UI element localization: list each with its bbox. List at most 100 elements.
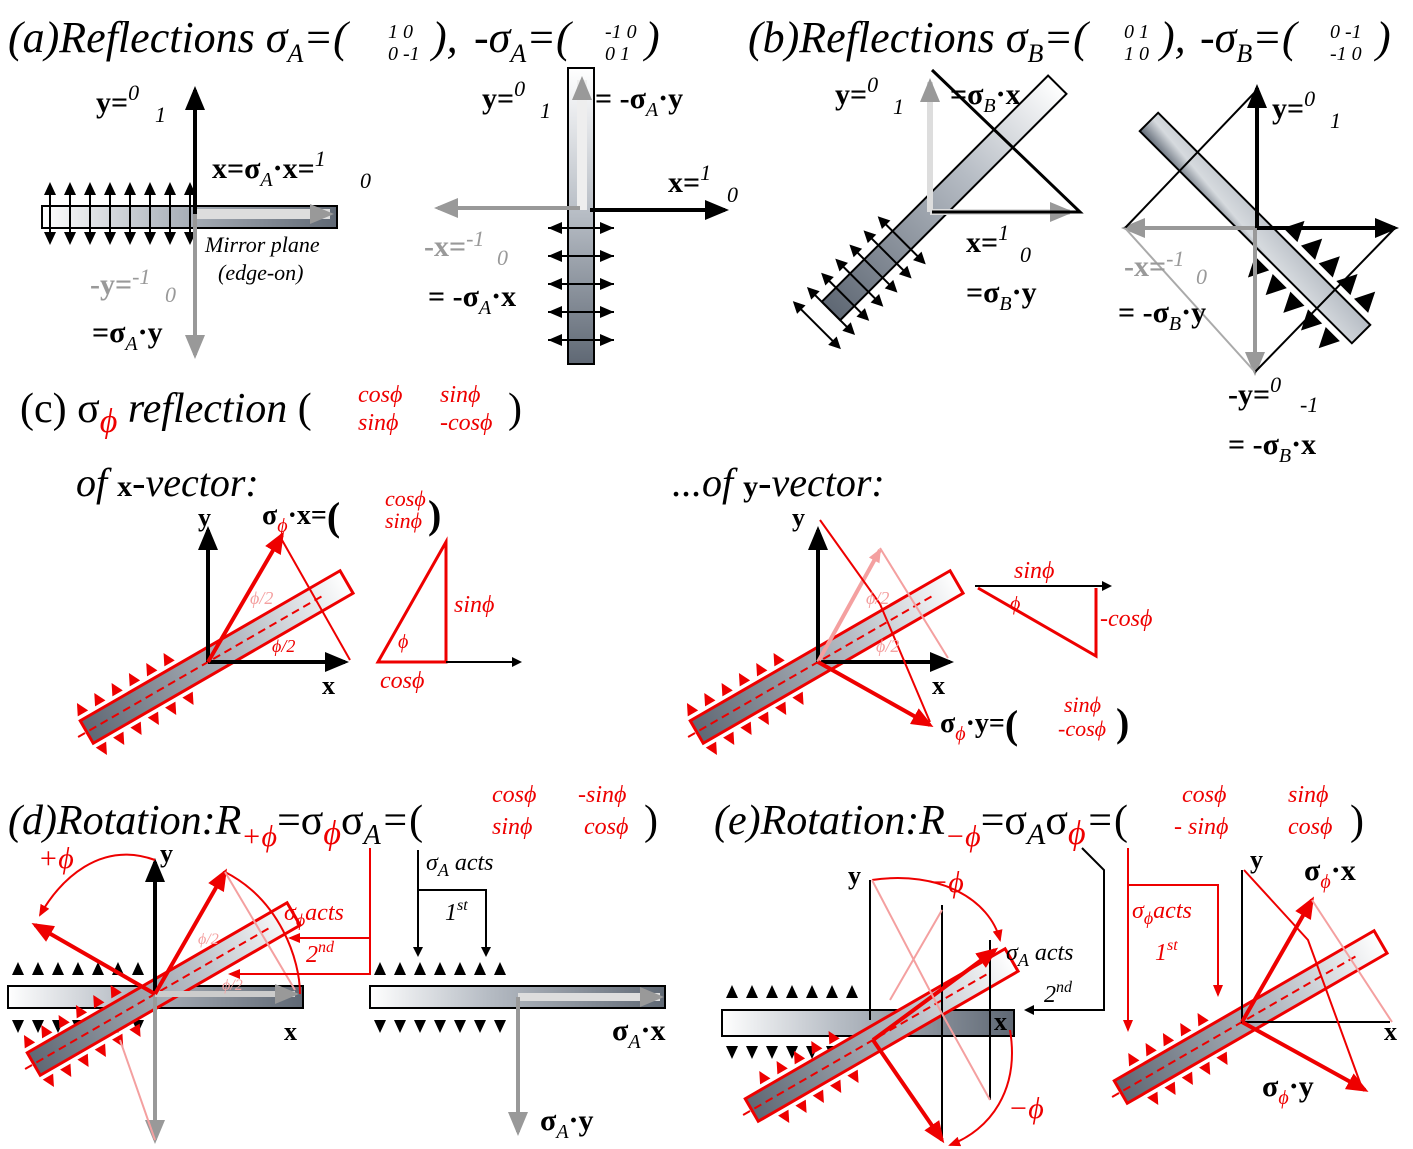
panel-e-matrix-11: cosϕ (1182, 782, 1226, 808)
sigma-A-acts-e: σA acts (1006, 940, 1074, 970)
label-neg-sigb-x: = -σB·x (1228, 428, 1316, 467)
arrow-rot-x-d (153, 868, 227, 995)
panel-c-heading: (c) σϕ reflection ( (20, 386, 312, 440)
panel-b: (b)Reflections σB=( 0 1 1 0 ), -σB=( 0 -… (748, 13, 1399, 467)
svg-text:): ) (644, 798, 658, 844)
of-y-vector-label: ...of y-vector: (672, 460, 885, 505)
x-axis-c1: x (322, 671, 335, 700)
svg-text:): ) (1350, 798, 1364, 844)
panel-c-matrix-11: cosϕ (358, 382, 402, 408)
label-x-a2: x=1 (668, 160, 711, 199)
label-neg-x-b2: -x=-1 (1124, 246, 1184, 283)
svg-text:0: 0 (165, 282, 176, 307)
panel-c-matrix-22: -cosϕ (440, 410, 492, 436)
label-sigb-x: =σB·x (950, 78, 1021, 117)
plus-phi-arc (39, 853, 156, 917)
minus-phi-label-e1: −ϕ (928, 866, 964, 899)
svg-text:1: 1 (1330, 108, 1341, 133)
label-sigma-x-c: σϕ·x=( (262, 494, 340, 539)
label-neg-sigma-x-a2: = -σA·x (428, 280, 516, 319)
panel-e-matrix-12: sinϕ (1288, 782, 1328, 808)
svg-text:): ) (428, 492, 441, 537)
sigma-phi-acts-d: σϕacts (284, 900, 344, 930)
svg-text:): ) (642, 13, 660, 62)
half-phi-c2a: ϕ/2 (866, 588, 889, 608)
label-neg-sigb-y: = -σB·y (1118, 296, 1206, 335)
svg-text:1: 1 (893, 94, 904, 119)
label-neg-x-a2: -x=-1 (424, 226, 484, 263)
panel-b-neg-heading: -σB=( (1200, 13, 1299, 68)
panel-a-neg-heading: -σA=( (474, 13, 573, 68)
label-sigb-y: =σB·y (966, 276, 1037, 315)
panel-a-matrix-pos-row1: 1 0 (388, 21, 413, 43)
panel-d: (d)Rotation:R+ϕ=σϕσA=( cosϕ -sinϕ sinϕ c… (7, 782, 666, 1144)
sin-label-c1: sinϕ (454, 592, 494, 618)
label-y-a2: y=0 (482, 76, 525, 115)
svg-text:0: 0 (1020, 242, 1031, 267)
panel-d-matrix-11: cosϕ (492, 782, 536, 808)
half-phi-c1a: ϕ/2 (250, 588, 273, 608)
svg-text:sinϕ: sinϕ (1064, 692, 1101, 717)
plus-phi-label: +ϕ (38, 842, 74, 875)
second-label-d: 2nd (306, 939, 335, 968)
arrow-rot-y-d (31, 923, 156, 996)
arrow-rot-y-e (871, 1038, 945, 1144)
panel-c-matrix-21: sinϕ (358, 410, 398, 436)
panel-b-matrix-pos-row1: 0 1 (1124, 21, 1149, 43)
arrow-sigma-x-c1 (206, 531, 285, 664)
x-axis-d1: x (284, 1017, 297, 1046)
panel-b-matrix-pos-row2: 1 0 (1124, 43, 1149, 65)
x-axis-c2: x (932, 671, 945, 700)
label-neg-sigma-y-a2: = -σA·y (595, 82, 683, 121)
svg-text:0: 0 (1196, 264, 1207, 289)
svg-text:0: 0 (497, 245, 508, 270)
panel-a-matrix-pos-row2: 0 -1 (388, 43, 420, 65)
svg-text:): ) (1116, 700, 1129, 745)
panel-d-matrix-21: sinϕ (492, 814, 532, 840)
y-axis-e2: y (1250, 845, 1263, 874)
panel-b-matrix-neg-row2: -1 0 (1330, 43, 1362, 65)
svg-text:): ) (1373, 13, 1391, 62)
label-neg-y-a: -y=-1 (90, 264, 150, 301)
mirror-plane-label-2: (edge-on) (218, 260, 304, 285)
panel-e-heading: (e)Rotation:R−ϕ=σAσϕ=( (714, 798, 1128, 853)
svg-text:1: 1 (155, 102, 166, 127)
panel-e-matrix-21: - sinϕ (1174, 814, 1228, 840)
triangle-b (930, 68, 1084, 214)
panel-a-matrix-neg-row2: 0 1 (605, 43, 630, 65)
half-phi-c2b: ϕ/2 (876, 636, 899, 656)
panel-a: (a)Reflections σA=( 1 0 0 -1 ), -σA=( -1… (8, 13, 738, 365)
label-x-a: x=σA·x=1 (212, 146, 326, 191)
panel-a-heading: (a)Reflections σA=( (8, 13, 350, 68)
x-axis-e2: x (1384, 1017, 1397, 1046)
panel-a-matrix-neg-row1: -1 0 (605, 21, 637, 43)
panel-d-matrix-12: -sinϕ (578, 782, 626, 808)
label-sigma-y-c: σϕ·y=( (940, 702, 1018, 747)
y-axis-e1: y (848, 861, 861, 890)
cos-label-c1: cosϕ (380, 668, 424, 694)
label-sigA-x-d: σA·x (612, 1014, 666, 1053)
of-x-vector-label: of x-vector: (76, 460, 259, 505)
label-neg-y-b2: -y=0 (1228, 372, 1281, 411)
phi-label-c2: ϕ (1010, 593, 1020, 615)
arrow-rot-x-e (871, 947, 999, 1042)
label-sigma-y-a: =σA·y (92, 316, 163, 355)
label-sigphi-y-e: σϕ·y (1262, 1070, 1314, 1109)
svg-text:1: 1 (540, 98, 551, 123)
y-axis-c1: y (198, 503, 211, 532)
first-label-d: 1st (445, 897, 468, 926)
x-axis-e1: x (994, 1007, 1007, 1036)
svg-text:): ) (508, 386, 522, 432)
svg-text:-1: -1 (1300, 392, 1318, 417)
svg-text:),: ), (1157, 13, 1186, 62)
panel-d-matrix-22: cosϕ (584, 814, 628, 840)
svg-text:0: 0 (727, 182, 738, 207)
label-sigphi-x-e: σϕ·x (1304, 854, 1356, 893)
sin-label-c2: sinϕ (1014, 558, 1054, 584)
mirror-plane-label: Mirror plane (204, 232, 320, 257)
svg-text:ϕ/2: ϕ/2 (222, 977, 243, 994)
svg-text:0: 0 (360, 168, 371, 193)
panel-d-heading: (d)Rotation:R+ϕ=σϕσA=( (8, 798, 423, 853)
svg-text:-cosϕ: -cosϕ (1058, 716, 1106, 741)
